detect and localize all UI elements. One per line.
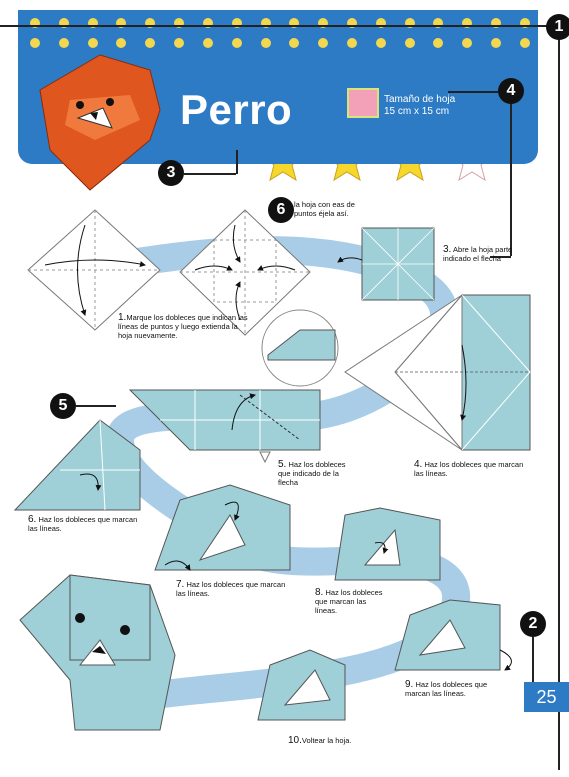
step-9-text: Haz los dobleces que marcan las líneas. xyxy=(405,680,488,698)
step-9-caption: 9. Haz los dobleces que marcan las línea… xyxy=(405,679,505,699)
page-title: Perro xyxy=(180,86,293,133)
step-8-caption: 8. Haz los dobleces que marcan las línea… xyxy=(315,587,387,616)
step-6-caption: 6. Haz los dobleces que marcan las línea… xyxy=(28,514,138,534)
callout-5-leader xyxy=(76,405,116,407)
step10-diagram xyxy=(257,649,346,721)
callout-4-leader xyxy=(448,91,498,93)
callout-4: 4 xyxy=(498,78,524,104)
step-3-text: Abre la hoja parte indicado el flecha xyxy=(443,245,513,263)
callout-1: 1 xyxy=(546,14,569,40)
step4-diagram xyxy=(344,293,531,452)
paper-size-label: Tamaño de hoja xyxy=(384,94,456,105)
step9-diagram xyxy=(394,599,512,671)
callout-2-leader xyxy=(532,637,534,682)
step-8-text: Haz los dobleces que marcan las líneas. xyxy=(315,588,383,615)
step-6-text: Haz los dobleces que marcan las líneas. xyxy=(28,515,138,533)
step-7-text: Haz los dobleces que marcan las líneas. xyxy=(176,580,286,598)
step-5-text: Haz los dobleces que indicado de la flec… xyxy=(278,460,346,487)
page-number: 25 xyxy=(524,682,569,712)
callout-4-leader-v xyxy=(510,104,512,256)
step2-diagram xyxy=(179,209,311,336)
step-4-caption: 4. Haz los dobleces que marcan las línea… xyxy=(414,459,524,479)
callout-3-leader xyxy=(184,173,236,175)
step-1-caption: 1.Marque los dobleces que indican las lí… xyxy=(118,312,248,341)
right-margin-rule xyxy=(558,26,560,770)
step-1-text: Marque los dobleces que indican las líne… xyxy=(118,313,248,340)
step-5-number: 5. xyxy=(278,459,287,470)
step-1-number: 1. xyxy=(118,312,127,323)
step5-diagram xyxy=(128,309,339,464)
callout-4-leader-h xyxy=(490,256,511,258)
callout-5: 5 xyxy=(50,393,76,419)
step-8-number: 8. xyxy=(315,587,324,598)
step-4-text: Haz los dobleces que marcan las líneas. xyxy=(414,460,524,478)
paper-size-value: 15 cm x 15 cm xyxy=(384,106,450,117)
step6-diagram xyxy=(13,419,141,511)
step-5-caption: 5. Haz los dobleces que indicado de la f… xyxy=(278,459,358,488)
callout-1-leader xyxy=(0,25,548,27)
step-9-number: 9. xyxy=(405,679,414,690)
step-4-number: 4. xyxy=(414,459,423,470)
callout-6: 6 xyxy=(268,197,294,223)
step-7-caption: 7. Haz los dobleces que marcan las línea… xyxy=(176,579,286,599)
step-3-number: 3. xyxy=(443,244,452,255)
paper-swatch-icon xyxy=(347,88,379,118)
callout-2: 2 xyxy=(520,611,546,637)
step-3-caption: 3. Abre la hoja parte indicado el flecha xyxy=(443,244,513,264)
step8-diagram xyxy=(334,507,441,581)
step3-diagram xyxy=(337,227,435,301)
step-2-text: la hoja con eas de puntos éjela así. xyxy=(294,200,355,218)
step-10-caption: 10.Voltear la hoja. xyxy=(288,735,408,746)
callout-3-leader-v xyxy=(236,150,238,174)
step-10-text: Voltear la hoja. xyxy=(301,736,352,745)
callout-3: 3 xyxy=(158,160,184,186)
step-7-number: 7. xyxy=(176,579,185,590)
dot-row-top xyxy=(30,18,530,28)
dot-row-bottom xyxy=(30,38,530,48)
step-2-caption: la hoja con eas de puntos éjela así. xyxy=(294,200,356,218)
paper-size-info: Tamaño de hoja 15 cm x 15 cm xyxy=(384,94,455,118)
final-dog-diagram xyxy=(19,574,176,731)
step-10-number: 10. xyxy=(288,735,302,746)
step-6-number: 6. xyxy=(28,514,37,525)
step7-diagram xyxy=(154,484,291,571)
step1-diagram xyxy=(27,209,161,331)
